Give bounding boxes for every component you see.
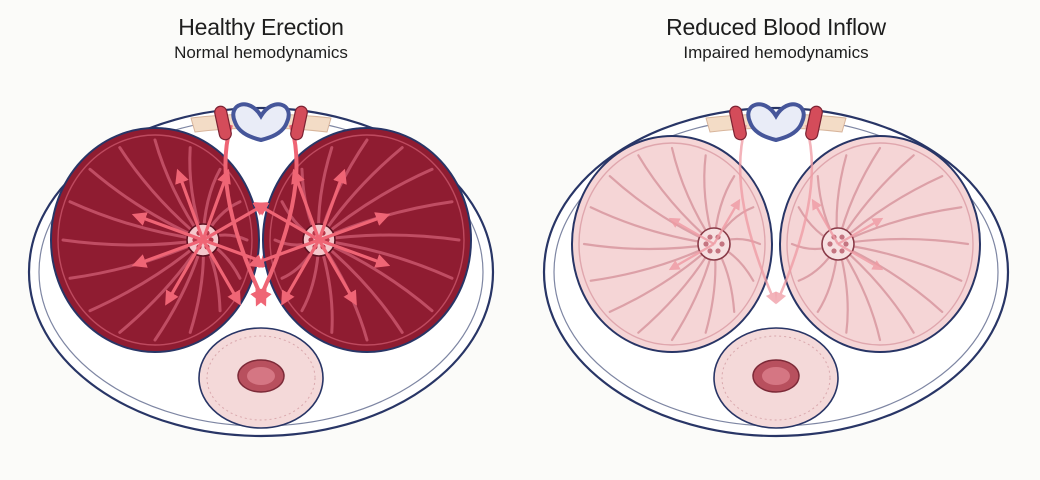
dorsal-inflow-arrow-right xyxy=(255,124,299,307)
blood-flow-arrow-left xyxy=(712,198,741,245)
blood-flow-arrow-left xyxy=(165,239,205,306)
blood-flow-arrow-left xyxy=(668,217,715,246)
reduced-panel-title: Reduced Blood Inflow xyxy=(666,14,886,40)
artery-lumen-dot-left xyxy=(707,234,713,240)
dorsal-artery-right xyxy=(805,105,823,141)
dorsal-inflow-arrow-left xyxy=(223,124,267,307)
artery-lumen-dot-right xyxy=(843,241,849,247)
urethra-inner xyxy=(762,367,790,385)
blood-flow-arrow-left xyxy=(201,168,231,241)
healthy-panel-heading: Healthy Erection Normal hemodynamics xyxy=(61,13,461,64)
dorsal-artery-right xyxy=(290,105,308,141)
blood-flow-arrow-left xyxy=(175,168,205,241)
artery-lumen-dot-right xyxy=(839,234,845,240)
spongiosum-texture xyxy=(206,335,316,421)
blood-flow-arrow-right xyxy=(318,238,391,268)
reduced-cross-section xyxy=(542,102,1010,438)
tunica-inner-left xyxy=(57,134,253,346)
corpus-cavernosum-right xyxy=(262,127,472,353)
urethra-inner xyxy=(247,367,275,385)
blood-flow-arrow-left xyxy=(201,239,241,306)
corpus-cavernosum-right xyxy=(779,135,981,353)
artery-lumen-dot-left xyxy=(719,241,725,247)
healthy-panel-title: Healthy Erection xyxy=(178,14,344,40)
corpus-cavernosum-left xyxy=(50,127,260,353)
dorsal-inflow-arrow-right xyxy=(775,124,814,305)
blood-flow-arrow-right xyxy=(811,198,840,245)
artery-lumen-dot-left xyxy=(703,241,709,247)
dorsal-artery-left xyxy=(214,105,232,141)
spongiosum-texture xyxy=(721,335,831,421)
artery-lumen-dot-right xyxy=(827,241,833,247)
blood-flow-arrow-right xyxy=(281,239,321,306)
blood-flow-arrow-left xyxy=(668,242,715,271)
deep-dorsal-vein xyxy=(746,102,806,143)
reduced-panel-heading: Reduced Blood Inflow Impaired hemodynami… xyxy=(576,13,976,64)
artery-lumen-dot-left xyxy=(715,248,721,254)
artery-lumen-dot-right xyxy=(831,248,837,254)
blood-flow-arrow-right xyxy=(317,168,347,241)
blood-flow-arrow-left xyxy=(131,238,204,268)
blood-flow-arrow-right xyxy=(318,212,391,242)
blood-flow-arrow-right xyxy=(291,168,321,241)
tunica-inner-left xyxy=(578,142,766,346)
tunica-inner-right xyxy=(269,134,465,346)
dorsal-inflow-arrow-left xyxy=(738,124,777,305)
dorsal-artery-left xyxy=(729,105,747,141)
blood-flow-arrow-right xyxy=(247,238,320,268)
blood-flow-arrow-right xyxy=(317,239,357,306)
corpus-cavernosum-left xyxy=(571,135,773,353)
artery-lumen-dot-left xyxy=(707,248,713,254)
tunica-inner-right xyxy=(786,142,974,346)
healthy-cross-section xyxy=(27,102,495,438)
reduced-panel-subtitle: Impaired hemodynamics xyxy=(683,43,869,62)
blood-flow-arrow-right xyxy=(837,242,884,271)
artery-lumen-dot-right xyxy=(839,248,845,254)
healthy-panel-subtitle: Normal hemodynamics xyxy=(174,43,348,62)
blood-flow-arrow-left xyxy=(131,212,204,242)
blood-flow-arrow-right xyxy=(837,217,884,246)
deep-dorsal-vein xyxy=(231,102,291,143)
